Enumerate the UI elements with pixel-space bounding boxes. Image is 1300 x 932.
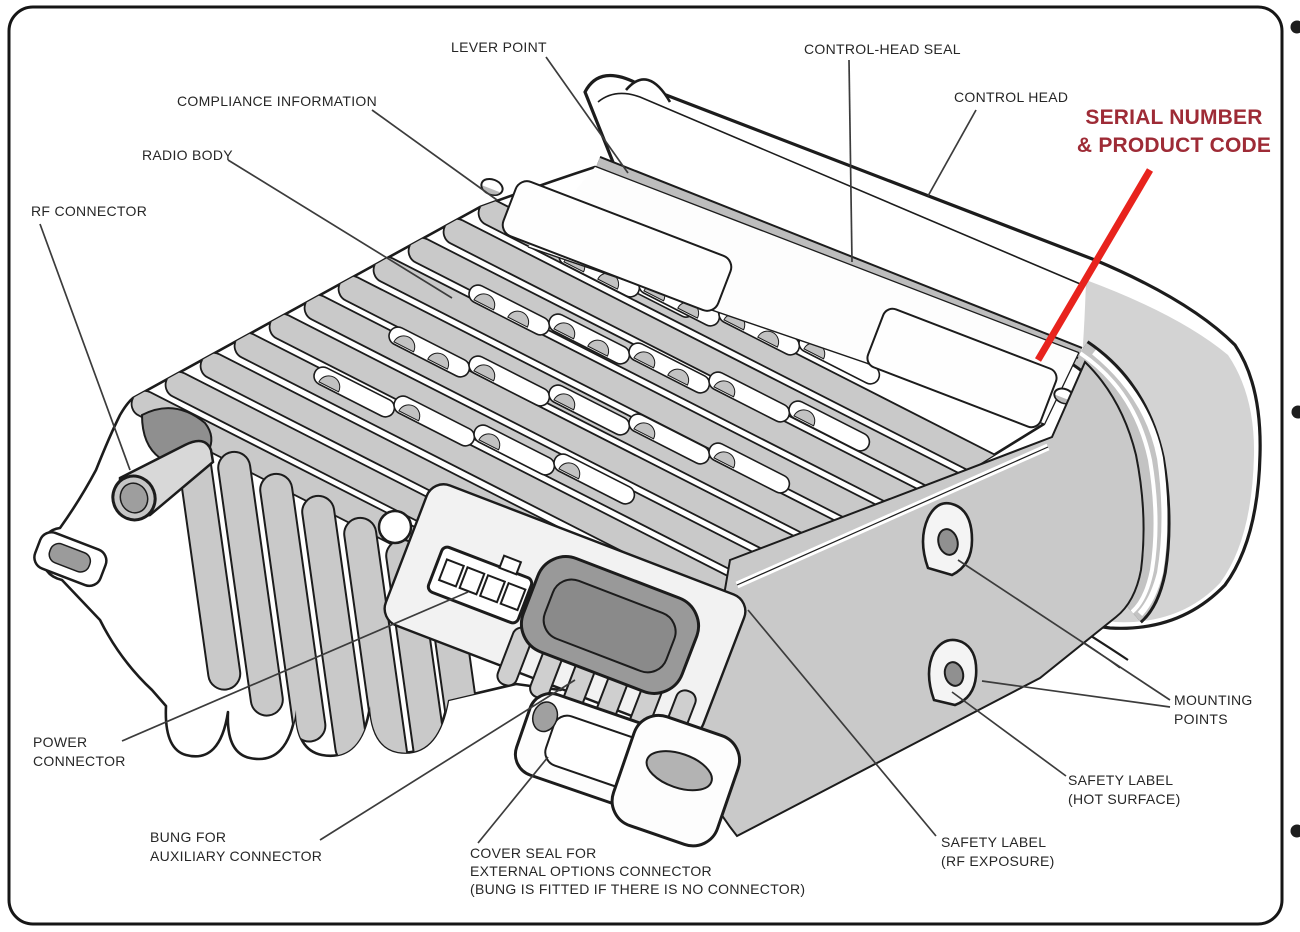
- callout-radio-body: RADIO BODY: [142, 146, 233, 165]
- leader-control-head: [927, 109, 977, 197]
- callout-safety-hot: SAFETY LABEL (HOT SURFACE): [1068, 771, 1181, 809]
- connector-bay: [377, 483, 747, 848]
- callout-cover-seal: COVER SEAL FOR EXTERNAL OPTIONS CONNECTO…: [470, 844, 805, 898]
- callout-text: (BUNG IS FITTED IF THERE IS NO CONNECTOR…: [470, 881, 806, 897]
- leader-cover-seal: [477, 756, 549, 844]
- leader-compliance: [371, 109, 498, 201]
- callout-bung: BUNG FOR AUXILIARY CONNECTOR: [150, 828, 322, 866]
- callout-text: COMPLIANCE INFORMATION: [177, 93, 378, 109]
- callout-compliance: COMPLIANCE INFORMATION: [177, 92, 377, 111]
- control-head-seal-band: [595, 155, 1171, 624]
- callout-serial-number: SERIAL NUMBER & PRODUCT CODE: [1074, 104, 1274, 160]
- leader-lever-point: [545, 56, 629, 174]
- power-connector: [426, 545, 534, 625]
- callout-text: MOUNTING: [1174, 692, 1253, 708]
- callout-text: CONNECTOR: [33, 753, 126, 769]
- callout-text: (RF EXPOSURE): [941, 853, 1055, 869]
- callout-text: BUNG FOR: [150, 829, 227, 845]
- bullet-dot: [1290, 20, 1300, 34]
- callout-control-head: CONTROL HEAD: [954, 88, 1068, 107]
- callout-control-head-seal: CONTROL-HEAD SEAL: [804, 40, 961, 59]
- compliance-panel: [501, 180, 733, 312]
- leader-mounting-upper: [957, 559, 1171, 701]
- callout-text: SERIAL NUMBER: [1085, 106, 1263, 129]
- callout-mounting-points: MOUNTING POINTS: [1174, 691, 1253, 729]
- callout-lever-point: LEVER POINT: [451, 38, 547, 57]
- callout-text: EXTERNAL OPTIONS CONNECTOR: [470, 863, 712, 879]
- callout-rf-connector: RF CONNECTOR: [31, 202, 147, 221]
- callout-text: LEVER POINT: [451, 39, 547, 55]
- leader-bung: [319, 679, 576, 841]
- left-foot: [33, 531, 108, 588]
- callout-text: AUXILIARY CONNECTOR: [150, 848, 323, 864]
- rf-connector-group: [33, 407, 215, 588]
- leader-control-head-seal: [848, 59, 853, 263]
- serial-label-panel: [866, 307, 1058, 429]
- callout-text: RADIO BODY: [142, 147, 233, 163]
- callout-text: CONTROL HEAD: [954, 89, 1069, 105]
- callout-text: RF CONNECTOR: [31, 203, 148, 219]
- mounting-lug-upper: [921, 501, 974, 577]
- callout-text: CONTROL-HEAD SEAL: [804, 41, 961, 57]
- leader-safety-hot: [951, 691, 1067, 777]
- bullet-dot: [1291, 405, 1300, 419]
- bullet-dot: [1290, 824, 1300, 838]
- leader-lines: [39, 56, 1171, 844]
- leader-rf-connector: [39, 223, 131, 471]
- lever-point-feature: [625, 78, 672, 103]
- callout-text: SAFETY LABEL: [1068, 772, 1174, 788]
- callout-power-connector: POWER CONNECTOR: [33, 733, 126, 771]
- callout-text: POINTS: [1174, 711, 1228, 727]
- aux-connector-bung: [519, 555, 701, 695]
- callout-text: & PRODUCT CODE: [1076, 134, 1272, 157]
- callout-text: SAFETY LABEL: [941, 834, 1047, 850]
- leader-radio-body: [227, 159, 453, 299]
- screw-hole: [480, 177, 504, 197]
- callout-text: COVER SEAL FOR: [470, 845, 597, 861]
- chassis-foot: [610, 713, 741, 848]
- page-frame: [7, 5, 1284, 926]
- callout-safety-rf: SAFETY LABEL (RF EXPOSURE): [941, 833, 1055, 871]
- serial-pointer-line: [1034, 168, 1154, 362]
- label-band: [480, 167, 1078, 429]
- round-stud: [377, 509, 413, 545]
- leader-power-connector: [121, 591, 469, 742]
- cropped-bullets: [1290, 20, 1300, 838]
- mounting-lug-lower: [927, 638, 978, 707]
- callout-text: POWER: [33, 734, 88, 750]
- leader-safety-rf: [747, 609, 937, 837]
- callout-text: (HOT SURFACE): [1068, 791, 1181, 807]
- leader-mounting-lower: [981, 680, 1171, 708]
